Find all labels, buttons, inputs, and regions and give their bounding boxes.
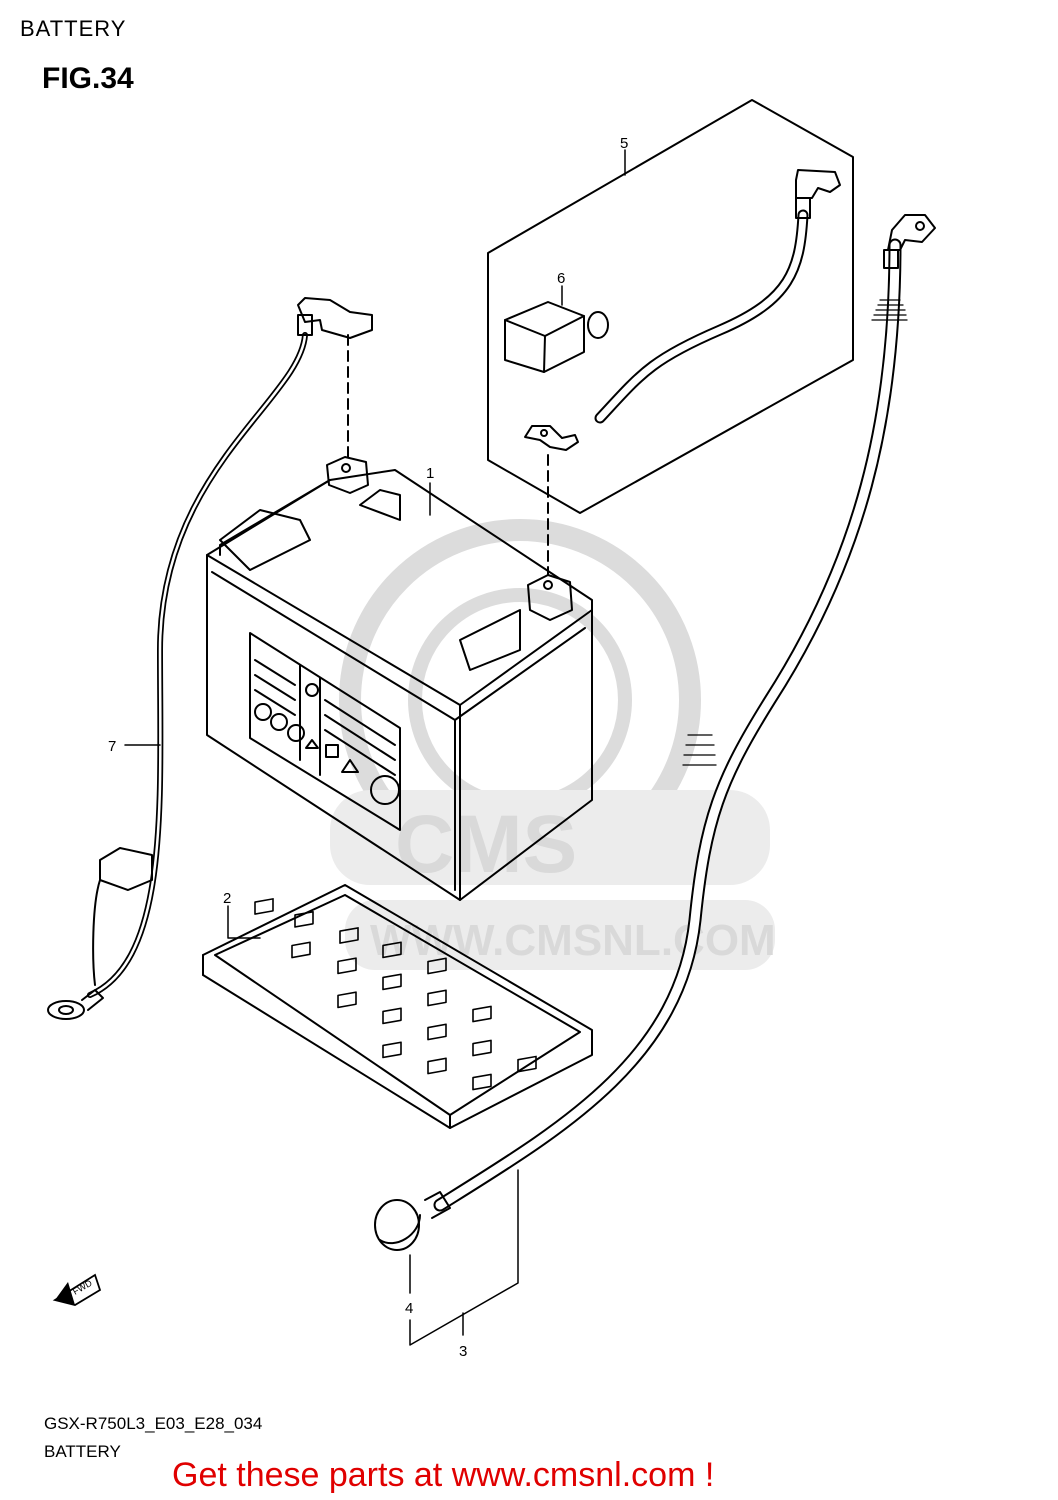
terminal-cap-6 [504, 301, 609, 373]
callout-4: 4 [405, 1300, 413, 1317]
earth-grommet-4 [374, 1191, 451, 1251]
callout-3: 3 [459, 1343, 467, 1360]
watermark-url: WWW.CMSNL.COM [370, 916, 776, 965]
positive-terminal-top [795, 169, 841, 199]
positive-terminal-bottom [524, 425, 579, 451]
callout-6: 6 [557, 270, 565, 287]
callout-1: 1 [426, 465, 434, 482]
battery-tray-2 [202, 884, 593, 1129]
callout-5: 5 [620, 135, 628, 152]
leader-2 [227, 905, 261, 939]
negative-lead-terminal [297, 297, 373, 339]
figure-title: FIG.34 [42, 62, 134, 95]
watermark-brand: CMS [395, 799, 577, 890]
coupler [99, 847, 153, 891]
section-header: BATTERY [20, 16, 127, 41]
promo-link[interactable]: Get these parts at www.cmsnl.com ! [172, 1456, 715, 1494]
battery-neg-terminal [326, 456, 369, 494]
leader-3-4 [409, 1169, 519, 1346]
negative-lead-7 [87, 332, 308, 998]
earth-cable-3 [433, 238, 902, 1212]
kit-outline-5 [487, 99, 854, 514]
model-code: GSX-R750L3_E03_E28_034 [44, 1414, 263, 1433]
callout-7: 7 [108, 738, 116, 755]
cms-watermark: CMS WWW.CMSNL.COM [330, 519, 776, 970]
fwd-arrow: FWD [52, 1273, 102, 1306]
footer-caption: BATTERY [44, 1442, 121, 1461]
callout-2: 2 [223, 890, 231, 907]
